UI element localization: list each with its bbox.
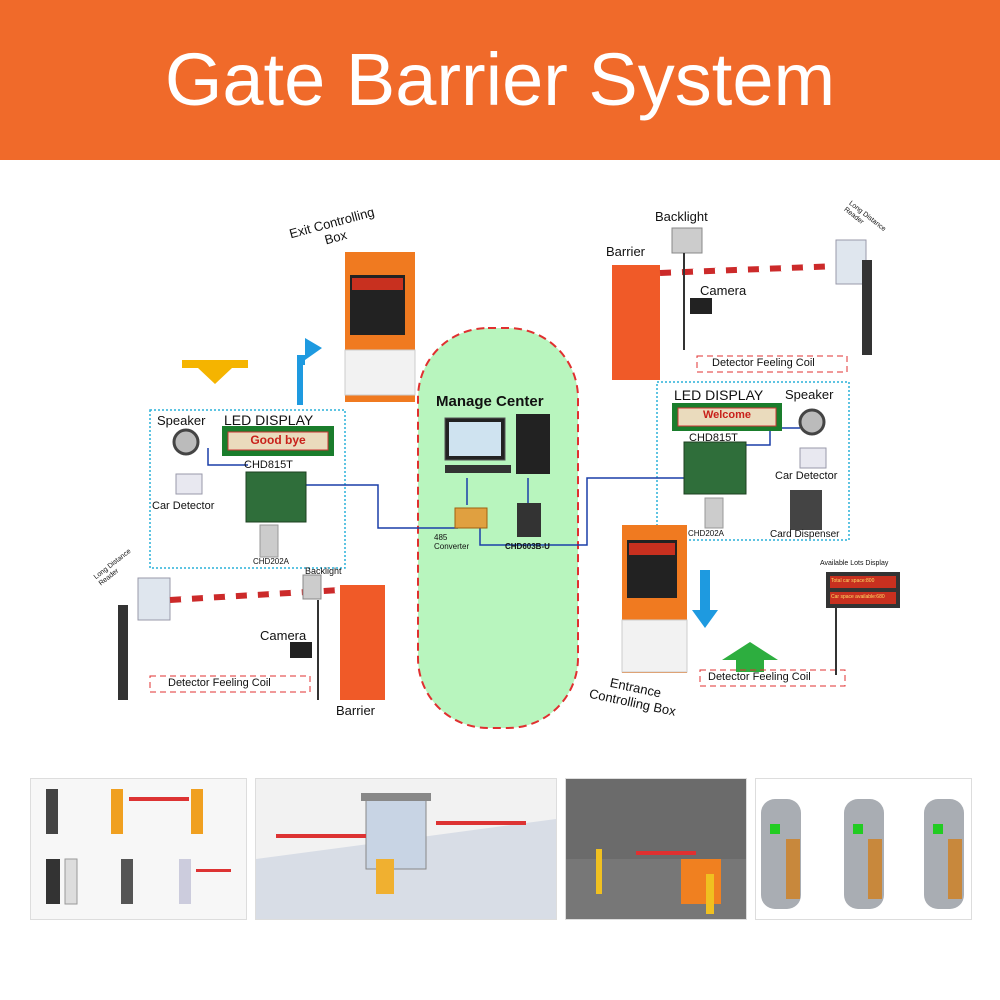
right-car-detector-icon	[799, 447, 827, 469]
right-control-zone	[656, 381, 850, 541]
right-module-icon	[704, 497, 724, 529]
left-speaker-label: Speaker	[157, 413, 206, 428]
right-link-line	[479, 477, 684, 546]
right-speaker-line	[745, 427, 800, 446]
right-controller-icon	[683, 441, 747, 495]
right-speaker-label: Speaker	[785, 387, 834, 402]
left-module-label: CHD202A	[253, 557, 290, 566]
right-coil-top-box	[696, 355, 848, 373]
center-reader-label: CHD603B-U	[505, 542, 550, 551]
left-camera-icon	[290, 642, 312, 658]
right-coil-bottom-label: Detector Feeling Coil	[708, 671, 811, 683]
green-arrow-icon	[722, 642, 778, 672]
left-camera-label: Camera	[260, 628, 307, 643]
right-camera-icon	[690, 298, 712, 314]
left-car-detector-label: Car Detector	[152, 500, 215, 512]
right-backlight-icon	[671, 227, 703, 254]
desk-reader-icon	[517, 503, 541, 537]
right-controller-label: CHD815T	[689, 432, 738, 444]
right-module-label: CHD202A	[688, 529, 725, 538]
left-controller-icon	[245, 471, 307, 523]
page-title: Gate Barrier System	[164, 38, 836, 121]
left-coil-label: Detector Feeling Coil	[168, 677, 271, 689]
card-dispenser-label: Card Dispenser	[770, 529, 840, 540]
left-coil-box	[149, 675, 311, 693]
right-led-label: LED DISPLAY	[674, 387, 764, 403]
toll-booth-photo	[255, 778, 557, 920]
system-diagram: Manage Center 485 Converter CHD603B-U Ex…	[0, 160, 1000, 760]
lots-display-title: Available Lots Display	[820, 560, 889, 567]
yellow-arrow-icon	[182, 360, 248, 384]
title-banner: Gate Barrier System	[0, 0, 1000, 160]
right-led-message: Welcome	[702, 409, 752, 421]
right-coil-top-label: Detector Feeling Coil	[712, 357, 815, 369]
left-long-reader-icon	[137, 577, 171, 621]
exit-arrow-icon	[297, 338, 322, 405]
lots-display-line1: Total car space:800	[831, 578, 875, 584]
left-reader-pole	[118, 605, 128, 700]
right-backlight-label: Backlight	[655, 209, 708, 224]
lots-display-line2: Car space available:680	[831, 594, 885, 600]
converter-icon	[454, 507, 488, 529]
right-reader-pole	[862, 260, 872, 355]
left-control-zone	[149, 409, 346, 569]
right-camera-label: Camera	[700, 283, 747, 298]
right-barrier-label: Barrier	[606, 244, 646, 259]
manage-center-label: Manage Center	[436, 393, 544, 410]
right-long-reader-icon	[835, 239, 867, 285]
left-backlight-label: Backlight	[305, 566, 342, 576]
left-link-line	[300, 484, 458, 529]
left-barrier-icon	[340, 585, 385, 700]
converter-label: 485 Converter	[434, 533, 470, 551]
diagram-svg	[118, 227, 900, 729]
left-controller-label: CHD815T	[244, 459, 293, 471]
left-backlight-icon	[302, 574, 322, 600]
barrier-installation-photo	[565, 778, 747, 920]
parking-terminals-photo	[30, 778, 247, 920]
card-dispenser-icon	[790, 490, 822, 530]
left-led-message: Good bye	[250, 433, 306, 447]
right-speaker-icon	[798, 408, 826, 436]
turnstile-gates-photo	[755, 778, 972, 920]
right-boom-arm	[659, 263, 839, 276]
left-car-detector-icon	[175, 473, 203, 495]
left-speaker-line	[207, 448, 248, 466]
right-car-detector-label: Car Detector	[775, 470, 838, 482]
entrance-arrow-icon	[692, 570, 718, 628]
left-led-label: LED DISPLAY	[224, 412, 314, 428]
left-speaker-icon	[172, 428, 200, 456]
right-barrier-icon	[612, 265, 660, 380]
left-barrier-label: Barrier	[336, 703, 376, 718]
right-coil-bottom-box	[699, 669, 846, 687]
left-module-icon	[259, 524, 279, 558]
pc-tower-icon	[516, 414, 550, 474]
